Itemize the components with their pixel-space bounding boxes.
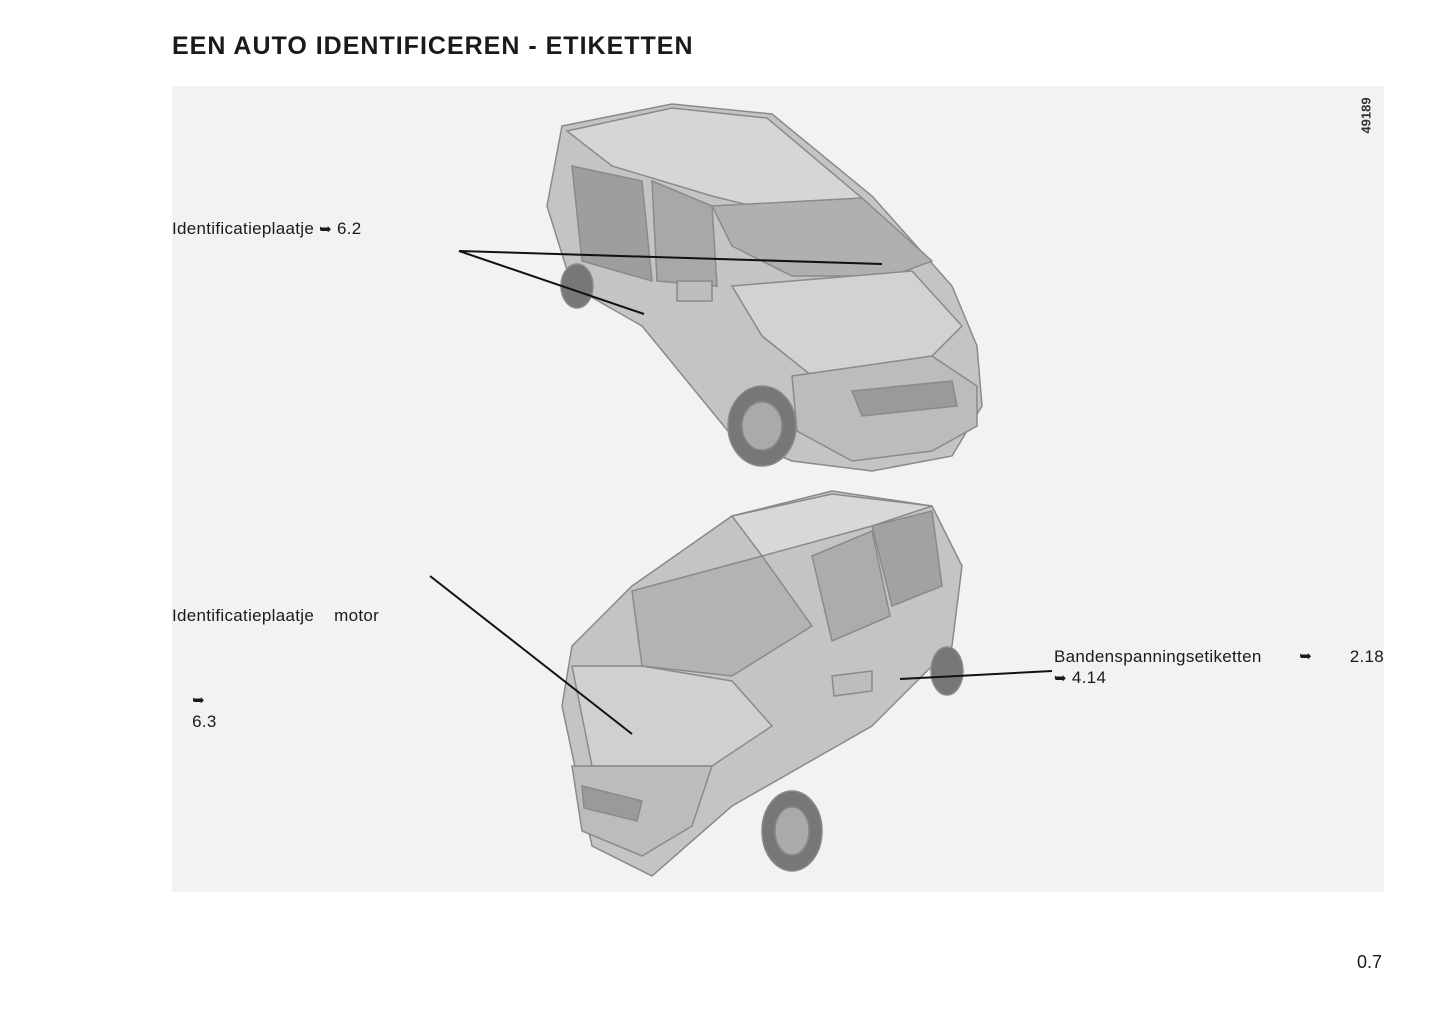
leader-line-tyre-labels xyxy=(899,670,1053,680)
arrow-right-icon: ➥ xyxy=(319,221,332,238)
vehicle-illustration xyxy=(172,86,1384,892)
leader-lines xyxy=(429,250,1053,735)
label-tyre-labels-ref2[interactable]: 4.14 xyxy=(1071,668,1107,687)
label-tyre-labels-text: Bandenspanningsetiketten xyxy=(1054,647,1262,666)
lower-vehicle xyxy=(561,490,964,877)
leader-line-id-plate-windscreen xyxy=(458,250,883,265)
label-id-plate-ref[interactable]: 6.2 xyxy=(337,219,362,238)
arrow-right-icon: ➥ xyxy=(1299,648,1313,665)
label-id-plate-text: Identificatieplaatje xyxy=(172,219,315,238)
figure-number-text: 49189 xyxy=(1358,97,1374,134)
label-tyre-labels-ref1[interactable]: 2.18 xyxy=(1349,647,1384,666)
page-number: 0.7 xyxy=(1357,952,1383,972)
label-engine-plate: Identificatieplaatje motor ➥ 6.3 xyxy=(172,563,379,774)
arrow-right-icon: ➥ xyxy=(1054,670,1067,687)
label-id-plate: Identificatieplaatje ➥ 6.2 xyxy=(172,218,362,240)
arrow-right-icon: ➥ xyxy=(192,692,205,709)
leader-line-engine-plate xyxy=(429,575,633,735)
label-engine-plate-text: Identificatieplaatje motor xyxy=(172,606,380,625)
page-title: EEN AUTO IDENTIFICEREN - ETIKETTEN xyxy=(172,32,694,60)
label-engine-plate-ref[interactable]: 6.3 xyxy=(192,712,217,731)
upper-vehicle xyxy=(546,103,983,472)
vehicle-drawing xyxy=(429,103,1053,877)
label-tyre-labels: Bandenspanningsetiketten ➥ 2.18 ➥ 4.14 xyxy=(1054,646,1384,689)
leader-line-id-plate-door xyxy=(458,250,645,315)
figure-number: 49189 xyxy=(1358,96,1380,136)
